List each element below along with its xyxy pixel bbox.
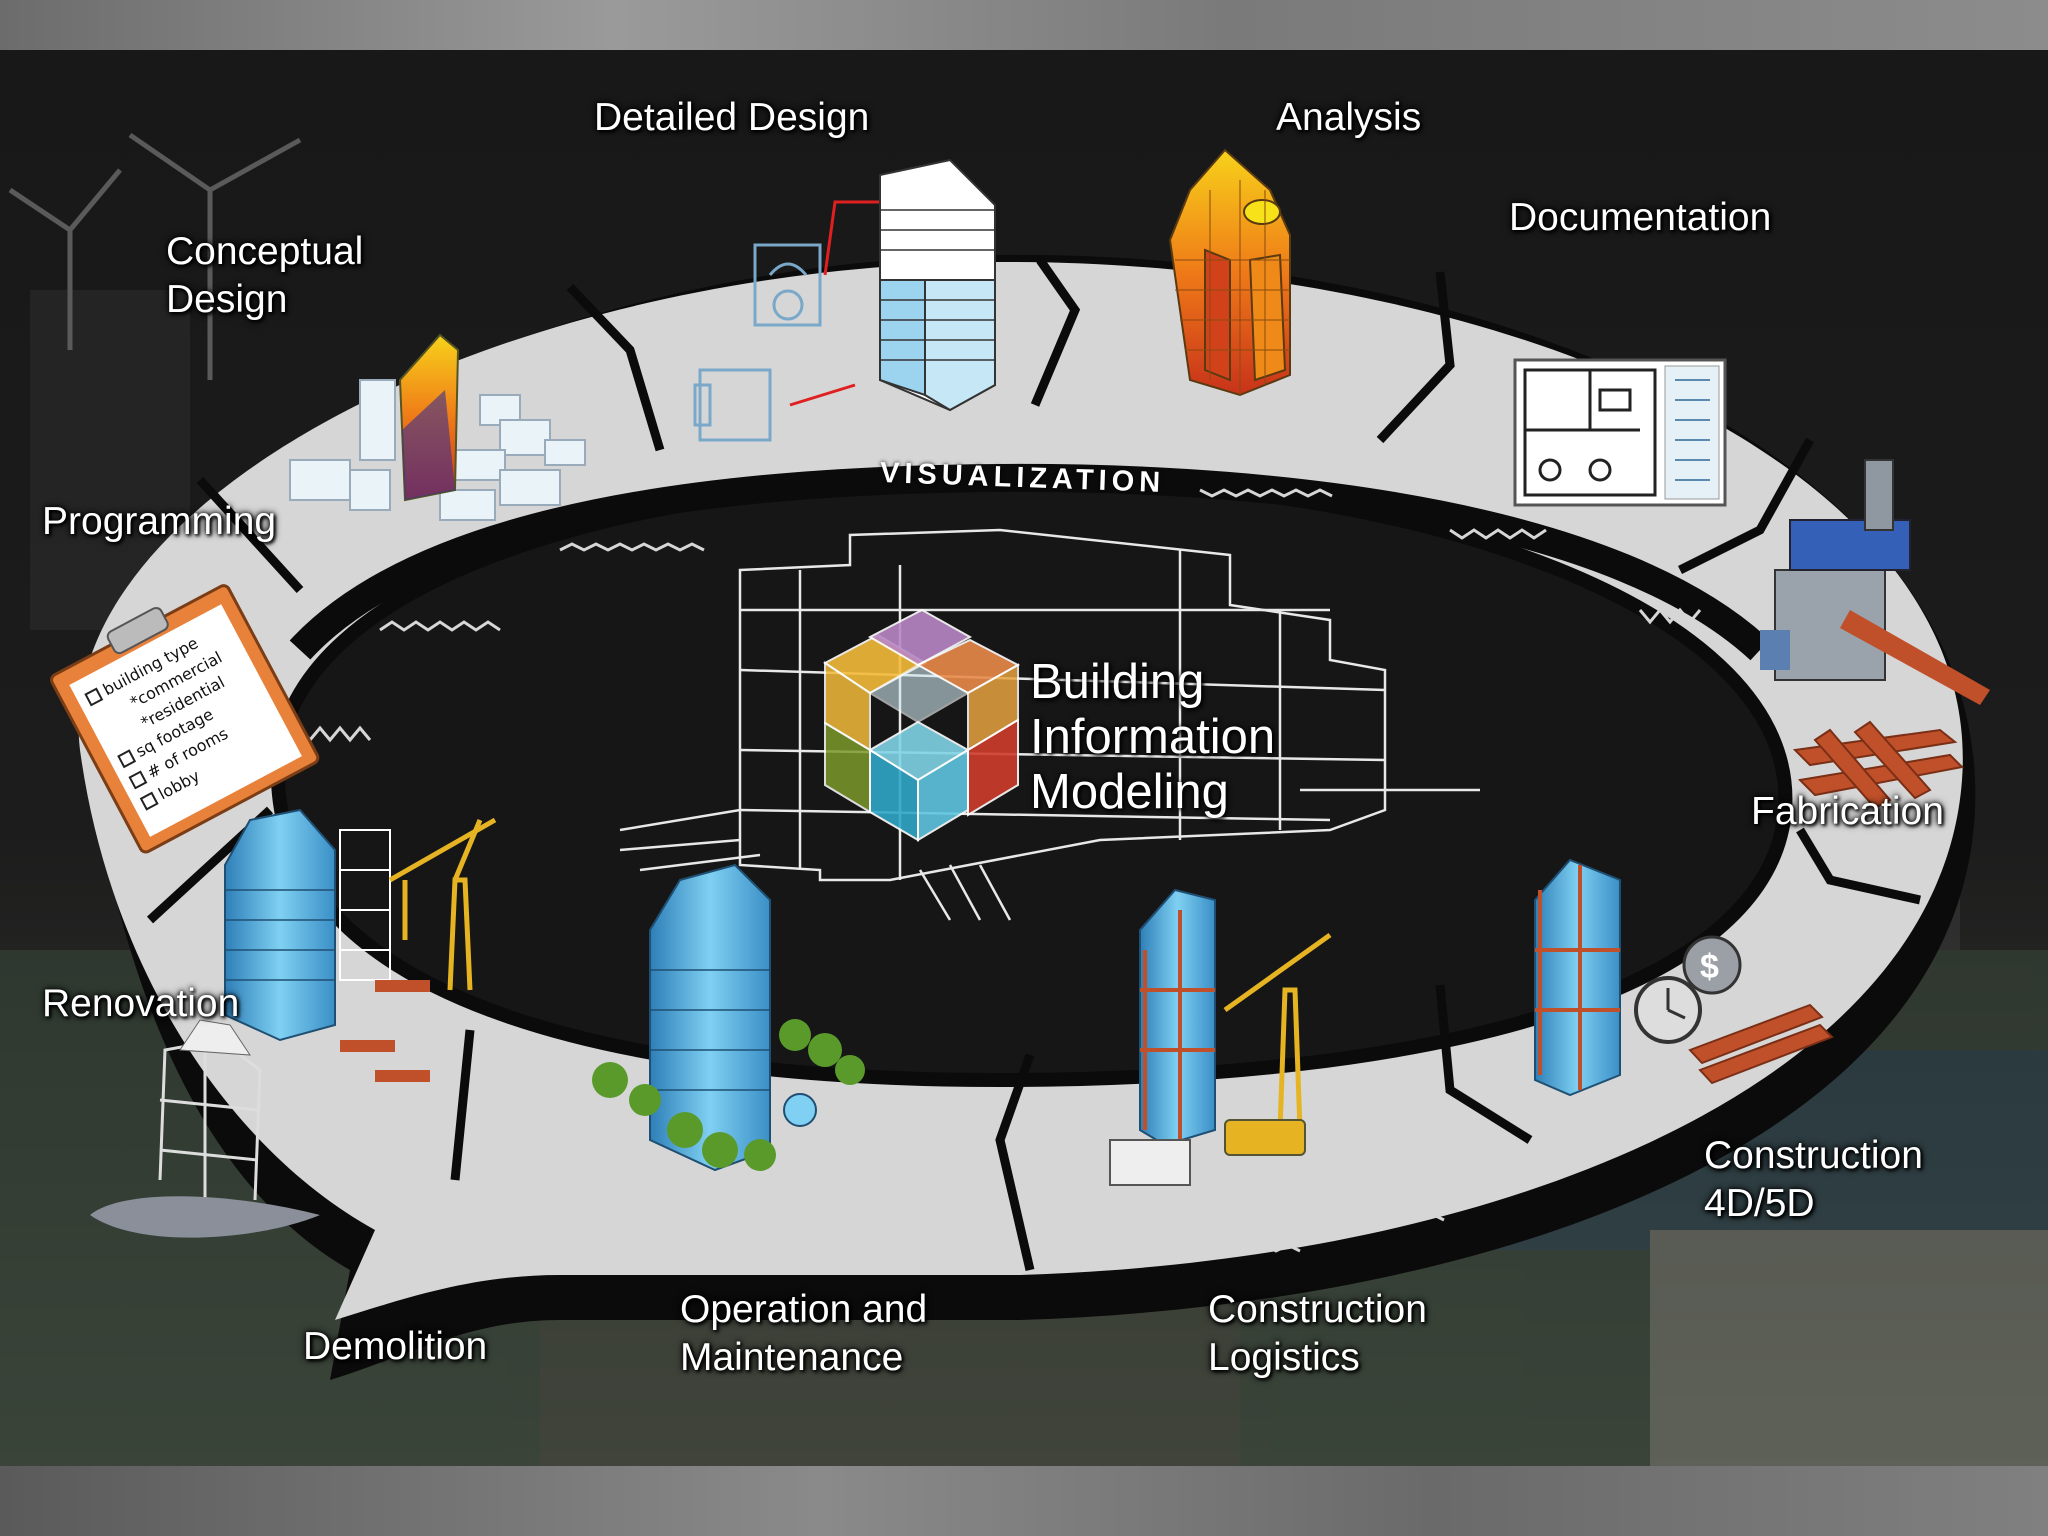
- bim-wireframe-building: [619, 528, 1480, 921]
- stage-label-analysis: Analysis: [1276, 96, 1422, 139]
- stage-label-construction-logistics: Construction Logistics: [1208, 1288, 1427, 1379]
- top-band: [0, 0, 2048, 50]
- stage-label-detailed-design: Detailed Design: [594, 96, 870, 139]
- bim-cube-logo: [823, 608, 1021, 842]
- wind-turbine-icon: [8, 132, 302, 380]
- stage-label-programming: Programming: [42, 500, 277, 543]
- stage-label-conceptual-design: Conceptual Design: [166, 230, 364, 321]
- programming-clipboard-icon: building type *commercial *residential s…: [50, 584, 320, 854]
- tree-icons: [592, 1019, 865, 1171]
- construction-4d5d-icon: $: [1534, 858, 1834, 1097]
- renovation-building-icon: [224, 808, 391, 1042]
- bottom-band: [0, 1466, 2048, 1536]
- bim-title-line: Modeling: [1030, 765, 1229, 819]
- construction-logistics-icon: [1109, 888, 1332, 1186]
- svg-text:$: $: [1700, 948, 1719, 986]
- demolition-icon: [90, 1019, 320, 1238]
- stage-label-fabrication: Fabrication: [1751, 790, 1944, 833]
- conceptual-design-icon: [289, 333, 586, 521]
- visualization-track-bottom: [879, 1212, 1445, 1253]
- stage-label-operation-maintenance: Operation and Maintenance: [680, 1288, 928, 1379]
- stage-label-documentation: Documentation: [1509, 196, 1772, 239]
- diagram-stage: building type *commercial *residential s…: [0, 50, 2048, 1466]
- crane-icon: [388, 817, 497, 991]
- fabrication-machine-icon: [1760, 459, 1990, 810]
- bim-lifecycle-diagram: building type *commercial *residential s…: [0, 50, 2048, 1466]
- stage-label-demolition: Demolition: [303, 1325, 488, 1368]
- stage-label-renovation: Renovation: [42, 982, 240, 1025]
- visualization-track: [288, 488, 1702, 743]
- building-materials: [340, 980, 430, 1082]
- detailed-design-icon: [693, 158, 996, 442]
- operation-building-icon: [649, 863, 817, 1172]
- stage-label-construction-4d5d: Construction 4D/5D: [1704, 1134, 1923, 1225]
- bim-title-line: Information: [1030, 710, 1276, 764]
- ring-inner-band: [289, 463, 1770, 661]
- dollar-icon: [1682, 935, 1742, 995]
- bim-title-line: Building: [1030, 655, 1205, 709]
- documentation-drawing-icon: [1513, 358, 1727, 507]
- bim-title: Building Information Modeling: [1030, 655, 1275, 820]
- analysis-heat-model-icon: [1168, 148, 1291, 397]
